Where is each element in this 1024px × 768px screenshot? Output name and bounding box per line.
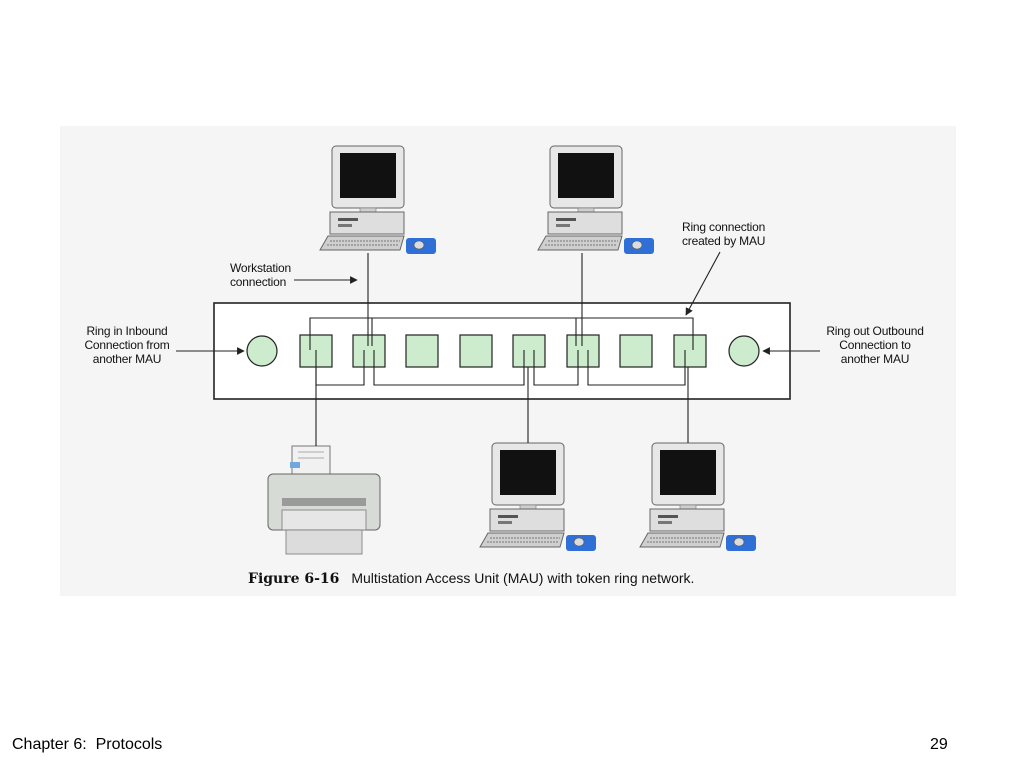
figure-caption-text: Multistation Access Unit (MAU) with toke… <box>351 570 695 586</box>
port-5 <box>512 334 546 368</box>
port-7 <box>619 334 653 368</box>
figure-number: Figure 6-16 <box>248 571 340 587</box>
footer-page-number: 29 <box>930 736 948 753</box>
mau-ports <box>299 334 707 368</box>
ring-wiring <box>309 317 694 386</box>
port-2 <box>352 334 386 368</box>
ring-out-port <box>728 335 760 367</box>
workstation-top-left <box>319 145 437 255</box>
drop-cables <box>315 253 689 446</box>
ring-connection-arrow <box>685 251 721 316</box>
footer-chapter: Chapter 6: Protocols <box>12 736 163 753</box>
ring-in-label: Ring in Inbound Connection from another … <box>84 324 170 366</box>
port-4 <box>459 334 493 368</box>
workstation-bottom-right <box>639 442 757 552</box>
port-6 <box>566 334 600 368</box>
printer <box>267 445 381 555</box>
ring-out-label: Ring out Outbound Connection to another … <box>826 324 924 366</box>
workstation-connection-label: Workstation connection <box>230 261 291 289</box>
ring-in-port <box>246 335 278 367</box>
workstation-bottom-middle <box>479 442 597 552</box>
figure-caption: Figure 6-16 Multistation Access Unit (MA… <box>248 570 694 587</box>
ring-connection-label: Ring connection created by MAU <box>682 220 766 248</box>
port-3 <box>405 334 439 368</box>
port-8 <box>673 334 707 368</box>
workstation-top-right <box>537 145 655 255</box>
